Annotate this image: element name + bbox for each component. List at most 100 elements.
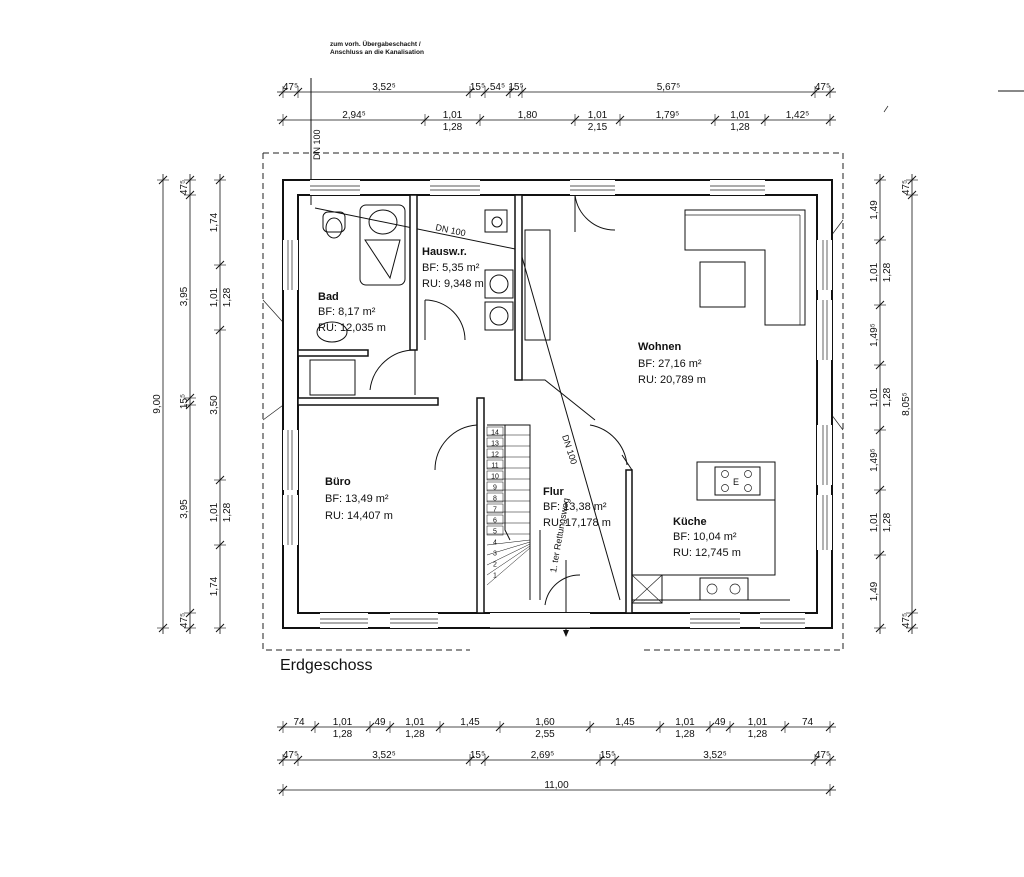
dim-label: 11,00 [544, 780, 569, 791]
sewer-note-line-2: Anschluss an die Kanalisation [330, 49, 424, 56]
room-ru: RU: 14,407 m [325, 510, 393, 522]
stair-step-number: 13 [491, 441, 499, 448]
dim-label-below: 1,28 [222, 502, 233, 522]
dim-label: 47⁵ [901, 180, 912, 195]
interior-walls [297, 194, 633, 614]
bathroom-fixtures [309, 204, 508, 396]
dim-label: 1,01 [730, 110, 750, 121]
dim-left-total: 9,00 [152, 174, 169, 634]
stair-step-number: 6 [493, 518, 497, 525]
room-flur: Flur BF: 13,38 m² RU: 17,178 m [543, 486, 611, 529]
room-ru: RU: 12,035 m [318, 322, 386, 334]
dim-label: 3,95 [179, 286, 190, 306]
sewer-pipes: DN 100 DN 100 DN 100 [310, 78, 621, 637]
sink-icon [699, 577, 749, 601]
stair-step-number: 10 [491, 474, 499, 481]
dim-label: 3,52⁵ [703, 750, 727, 761]
dim-label: 1,49⁵ [869, 323, 880, 347]
dim-label: 1,01 [209, 502, 220, 522]
room-hauswr: Hausw.r. BF: 5,35 m² RU: 9,348 m [422, 246, 484, 290]
floor-title: Erdgeschoss [280, 657, 373, 674]
dim-label: 5,67⁵ [657, 82, 681, 93]
door-swings [369, 194, 628, 606]
dim-label: 1,74 [209, 212, 220, 232]
room-ru: RU: 17,178 m [543, 517, 611, 529]
dim-label: 1,45 [460, 717, 480, 728]
stray-mark [883, 105, 889, 113]
dim-label: 3,52⁵ [372, 750, 396, 761]
dim-label: 49 [714, 717, 726, 728]
dim-label-below: 1,28 [882, 512, 893, 532]
dim-label: 3,52⁵ [372, 82, 396, 93]
dim-label: 15⁵ [470, 750, 485, 761]
room-name: Bad [318, 291, 339, 303]
dim-label: 74 [802, 717, 814, 728]
room-bf: BF: 13,49 m² [325, 493, 389, 505]
hob-icon [714, 466, 761, 496]
dim-label: 9,00 [152, 394, 163, 414]
dim-label-below: 1,28 [443, 122, 463, 133]
dim-label: 1,01 [443, 110, 463, 121]
dim-label-below: 1,28 [748, 729, 768, 740]
room-buero: Büro BF: 13,49 m² RU: 14,407 m [325, 476, 393, 522]
room-bf: BF: 8,17 m² [318, 306, 376, 318]
dim-label-below: 1,28 [405, 729, 425, 740]
dim-label-below: 1,28 [730, 122, 750, 133]
room-labels: Bad BF: 8,17 m² RU: 12,035 m Hausw.r. BF… [318, 246, 741, 559]
dim-label: 47⁵ [179, 180, 190, 195]
stair-step-number: 3 [493, 551, 497, 558]
stair-step-number: 8 [493, 496, 497, 503]
stair-step-number: 9 [493, 485, 497, 492]
room-name: Küche [673, 516, 707, 528]
pipe-label-top: DN 100 [312, 129, 322, 160]
dim-label: 1,01 [748, 717, 768, 728]
dim-label: 1,01 [588, 110, 608, 121]
dim-label: 49 [374, 717, 386, 728]
dim-label: 1,01 [869, 387, 880, 407]
room-name: Hausw.r. [422, 246, 467, 258]
pipe-label-diagonal: DN 100 [560, 434, 579, 466]
dim-label-below: 1,28 [882, 262, 893, 282]
dim-label: 1,45 [615, 717, 635, 728]
stair-step-number: 2 [493, 562, 497, 569]
dim-label: 74 [293, 717, 305, 728]
exterior-walls [282, 179, 833, 629]
dim-label: 3,50 [209, 395, 220, 415]
roof-outline [262, 152, 844, 651]
dim-label: 1,60 [535, 717, 555, 728]
stair-step-number: 12 [491, 452, 499, 459]
dim-label: 47⁵ [815, 82, 830, 93]
room-ru: RU: 12,745 m [673, 547, 741, 559]
dim-label: 47⁵ [283, 750, 298, 761]
dim-label: 15⁵ [508, 82, 523, 93]
dim-label-below: 1,28 [222, 287, 233, 307]
dim-label: 2,69⁵ [531, 750, 555, 761]
room-bf: BF: 10,04 m² [673, 531, 737, 543]
dim-label: 15⁵ [470, 82, 485, 93]
stair-step-number: 7 [493, 507, 497, 514]
dim-label: 1,01 [869, 512, 880, 532]
stair-step-number: 14 [491, 430, 499, 437]
dim-label: 15⁵ [600, 750, 615, 761]
dim-label-below: 1,28 [675, 729, 695, 740]
room-ru: RU: 20,789 m [638, 374, 706, 386]
dim-label: 1,42⁵ [786, 110, 810, 121]
dim-label: 47⁵ [901, 613, 912, 628]
dim-label-below: 1,28 [882, 387, 893, 407]
hob-label: E [733, 477, 739, 487]
room-bf: BF: 27,16 m² [638, 358, 702, 370]
dim-label: 1,49 [869, 581, 880, 601]
room-name: Büro [325, 476, 351, 488]
dim-label: 47⁵ [815, 750, 830, 761]
dim-label: 15⁵ [179, 394, 190, 409]
dim-label: 2,94⁵ [342, 110, 366, 121]
dim-label: 1,79⁵ [656, 110, 680, 121]
